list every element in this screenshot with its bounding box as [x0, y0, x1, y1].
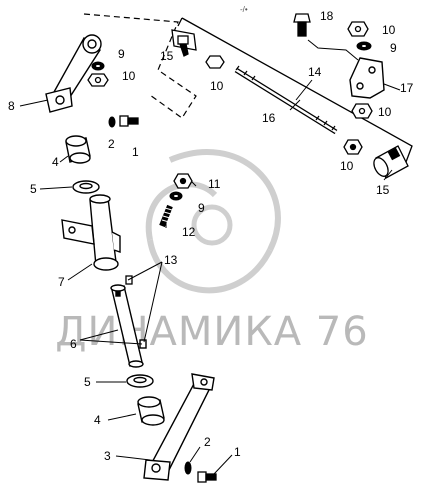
part-4-bushing-upper	[65, 135, 91, 164]
part-2-washer-lower	[184, 461, 192, 475]
part-7-tube	[61, 194, 121, 271]
part-1-bolt-upper	[119, 115, 139, 127]
callout-3: 3	[104, 449, 111, 463]
watermark: ДИНАМИКА 76	[55, 149, 368, 355]
part-4-bushing-lower	[137, 396, 165, 426]
part-3-lower-arm	[143, 373, 215, 481]
part-10-nut-top-right	[347, 21, 369, 37]
callout-9-top-right: 9	[390, 41, 397, 55]
part-10-nut-lower-right	[343, 139, 363, 155]
part-2-washer-upper	[108, 116, 116, 128]
callout-10-top-right: 10	[382, 23, 396, 37]
callout-10-upper-left: 10	[122, 69, 136, 83]
part-6-rod	[110, 284, 147, 368]
callout-18: 18	[320, 9, 334, 23]
callout-10-lower-right: 10	[340, 159, 354, 173]
part-8-link-arm	[45, 34, 102, 113]
callout-2-lower: 2	[204, 435, 211, 449]
callout-1-upper: 1	[132, 145, 139, 159]
part-10-nut-center	[173, 173, 193, 189]
watermark-logo-icon	[145, 149, 281, 294]
part-16-threaded-rod	[234, 65, 338, 135]
callout-4-upper: 4	[52, 155, 59, 169]
watermark-text: ДИНАМИКА 76	[55, 309, 368, 355]
callout-14: 14	[308, 65, 322, 79]
callout-17: 17	[400, 81, 414, 95]
callout-15-upper: 15	[160, 49, 174, 63]
corner-mark: -/•	[240, 5, 248, 14]
part-12-stud	[159, 204, 173, 228]
part-18-bolt	[293, 13, 311, 37]
callout-9-center: 9	[198, 201, 205, 215]
callout-4-lower: 4	[94, 413, 101, 427]
callout-6: 6	[70, 337, 77, 351]
callout-15-lower: 15	[376, 183, 390, 197]
part-17-bracket	[349, 57, 385, 99]
part-15-bolt-bracket-upper	[171, 29, 197, 57]
callout-13: 13	[164, 253, 178, 267]
callout-16: 16	[262, 111, 276, 125]
callout-1-lower: 1	[234, 445, 241, 459]
part-5-washer-upper	[72, 180, 100, 194]
callout-8: 8	[8, 99, 15, 113]
frame-line-top-right	[177, 17, 413, 163]
callout-5-lower: 5	[84, 375, 91, 389]
callout-11: 11	[208, 177, 221, 191]
callout-labels: 8 9 10 15 10 18 10 9 14 17 10 16 2 1 4 1…	[8, 9, 414, 463]
part-10-nut-upper-left	[87, 73, 109, 87]
callout-5-upper: 5	[30, 182, 37, 196]
part-5-washer-lower	[126, 374, 154, 388]
callout-10-right: 10	[378, 105, 392, 119]
part-9-washer-upper-left	[91, 61, 105, 71]
callout-12: 12	[182, 225, 196, 239]
part-9-washer-top-right	[356, 41, 372, 51]
part-9-washer-center	[169, 191, 183, 201]
leader-18-to-17	[307, 39, 359, 61]
callout-7: 7	[58, 275, 65, 289]
part-15-bolt-lower-right	[373, 145, 409, 179]
part-10-nut-right	[351, 103, 373, 119]
dashed-frame	[83, 13, 197, 119]
part-10-nut-mid	[205, 55, 225, 69]
callout-10-mid: 10	[210, 79, 224, 93]
callout-9-upper-left: 9	[118, 47, 125, 61]
leader-lines	[19, 79, 401, 475]
callout-2-upper: 2	[108, 137, 115, 151]
part-1-bolt-lower	[197, 471, 217, 483]
